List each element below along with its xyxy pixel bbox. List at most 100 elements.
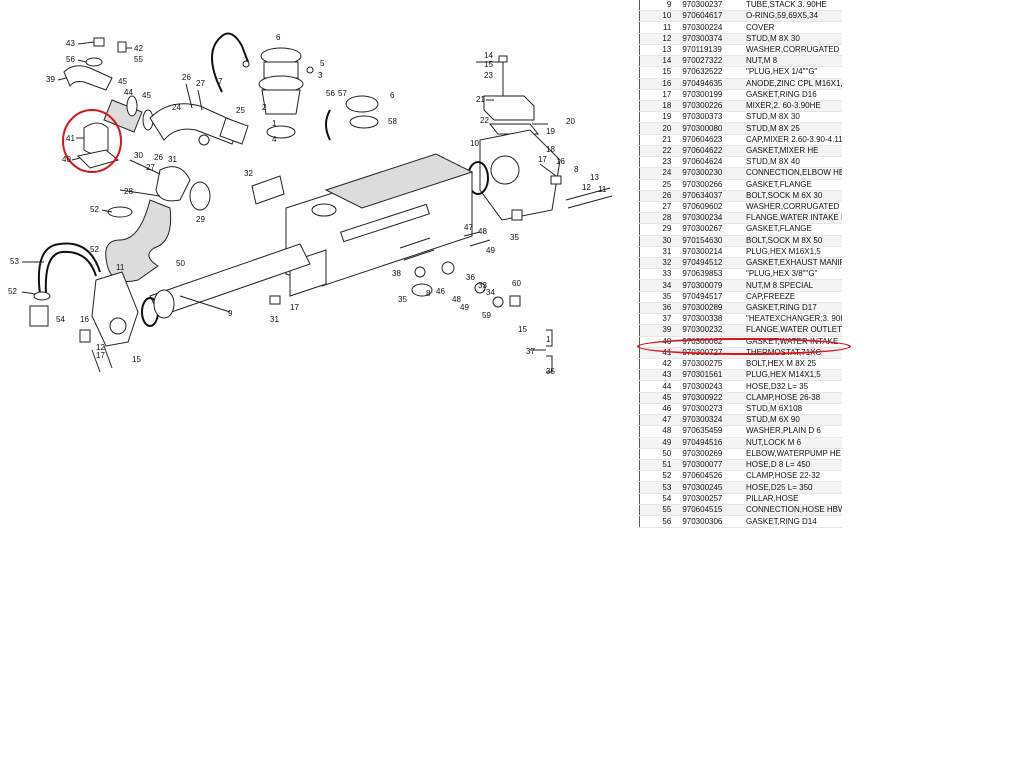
callout-29: 29 <box>196 215 205 224</box>
description-cell: NUT,LOCK M 6 <box>742 437 842 449</box>
callout-16a: 16 <box>556 157 565 166</box>
callout-11a: 11 <box>598 185 607 194</box>
callout-26b: 26 <box>154 153 163 162</box>
position-cell: 15 <box>639 66 680 79</box>
mixer-18-shape <box>479 129 561 221</box>
description-cell: "PLUG,HEX 1/4""G" <box>742 66 842 79</box>
position-cell: 45 <box>639 392 680 404</box>
callout-52c: 52 <box>8 287 17 296</box>
cap-6b-shape <box>345 95 379 113</box>
part-number-cell: 970494512 <box>679 257 742 270</box>
position-cell: 26 <box>639 190 680 202</box>
exchanger-top-shape <box>324 153 474 209</box>
part-number-cell: 970300232 <box>679 324 742 337</box>
callout-15b: 15 <box>132 355 141 364</box>
description-cell: BOLT,SOCK M 8X 50 <box>742 235 842 247</box>
position-cell: 33 <box>639 268 680 281</box>
part-number-cell: 970632522 <box>679 66 742 79</box>
position-cell: 11 <box>639 21 680 34</box>
part-number-cell: 970604526 <box>679 470 742 483</box>
filler-opening-shape <box>311 203 337 217</box>
callout-36: 36 <box>466 273 475 282</box>
gasket-32-shape <box>251 175 285 205</box>
stud-46-shape <box>441 261 455 275</box>
callout-8b: 8 <box>426 289 431 298</box>
position-cell: 12 <box>639 33 680 45</box>
cap-21-shape <box>483 95 535 121</box>
part-number-cell: 970300306 <box>679 515 742 528</box>
position-cell: 25 <box>639 179 680 191</box>
position-cell: 14 <box>639 55 680 68</box>
callout-4: 4 <box>272 135 277 144</box>
clamp-52b-shape <box>33 291 51 301</box>
fasteners-group <box>269 231 553 373</box>
callout-35c: 35 <box>546 367 555 376</box>
part-number-cell: 970300257 <box>679 493 742 505</box>
part-number-cell: 970300373 <box>679 111 742 124</box>
position-cell: 50 <box>639 448 680 460</box>
description-cell: ANODE,ZINC CPL M16X1, <box>742 78 842 90</box>
callout-50: 50 <box>176 259 185 268</box>
part-number-cell: 970119139 <box>679 44 742 57</box>
callout-53: 53 <box>10 257 19 266</box>
seal-58-shape <box>349 115 379 129</box>
flange-28-shape <box>155 166 191 202</box>
position-cell: 37 <box>639 313 680 326</box>
callout-49a: 49 <box>486 246 495 255</box>
callout-59: 59 <box>482 311 491 320</box>
description-cell: COVER <box>742 21 842 34</box>
description-cell: CONNECTION,HOSE HBW <box>742 504 842 517</box>
callout-52a: 52 <box>90 205 99 214</box>
callout-31a: 31 <box>168 155 177 164</box>
pressure-cap-group <box>325 95 379 141</box>
position-cell: 36 <box>639 302 680 315</box>
callout-56: 56 <box>66 55 75 64</box>
cap-35b-shape <box>411 283 433 297</box>
description-cell: FLANGE,WATER INTAKE I <box>742 212 842 225</box>
callout-27b: 27 <box>146 163 155 172</box>
anode-16b-shape <box>79 329 91 343</box>
part-number-cell: 970300080 <box>679 122 742 135</box>
position-cell: 28 <box>639 212 680 225</box>
elbow-port-shape <box>109 317 127 335</box>
callout-7: 7 <box>218 77 223 86</box>
exploded-parts-diagram: 43 42 56 55 39 45 44 45 41 40 24 26 27 2… <box>8 32 613 376</box>
description-cell: BOLT,HEX M 8X 25 <box>742 358 842 371</box>
callout-37: 37 <box>526 347 535 356</box>
callout-1: 1 <box>272 119 277 128</box>
callout-14: 14 <box>484 51 493 60</box>
position-cell: 30 <box>639 235 680 247</box>
leader-lines <box>21 41 557 351</box>
position-cell: 22 <box>639 145 680 158</box>
description-cell: ELBOW,WATERPUMP HE <box>742 448 842 460</box>
position-cell: 49 <box>639 437 680 449</box>
plug-60-shape <box>509 295 521 307</box>
part-number-cell: 970494635 <box>679 78 742 90</box>
callout-27a: 27 <box>196 79 205 88</box>
callout-6a: 6 <box>276 33 281 42</box>
description-cell: GASKET,FLANGE <box>742 179 842 191</box>
position-cell: 48 <box>639 425 680 438</box>
bolt-35-shape <box>198 134 210 146</box>
position-cell: 44 <box>639 380 680 393</box>
nameplate-shape <box>340 203 430 243</box>
anode-16-shape <box>550 175 562 185</box>
elbow-connection-group <box>149 83 249 146</box>
description-cell: NUT,M 8 SPECIAL <box>742 279 842 292</box>
description-cell: STUD,M 8X 30 <box>742 33 842 45</box>
description-cell: NUT,M 8 <box>742 55 842 68</box>
part-number-cell: 970027322 <box>679 55 742 68</box>
